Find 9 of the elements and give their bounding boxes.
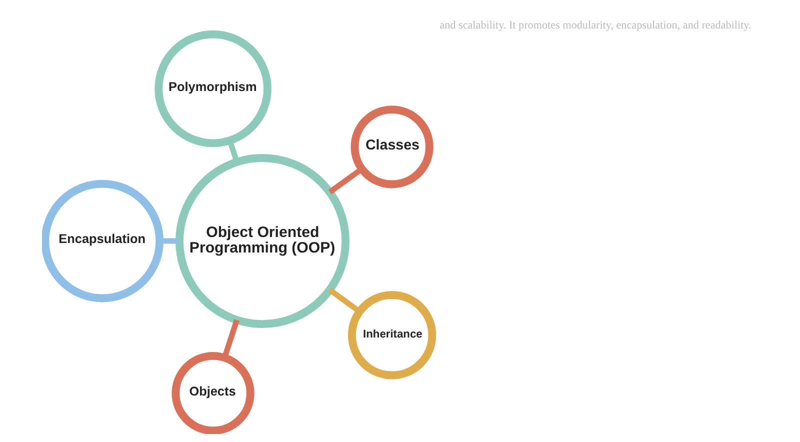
node-circle: Encapsulation xyxy=(42,180,164,302)
connector xyxy=(328,288,361,314)
node-circle: Inheritance xyxy=(348,291,436,380)
node-circle: Classes xyxy=(350,106,434,188)
connector xyxy=(328,166,364,194)
node-circle: Object Oriented Programming (OOP) xyxy=(176,154,350,328)
node-circle: Objects xyxy=(172,352,254,434)
label: and scalability. It promotes modularity, encapsulation, and readability. xyxy=(440,20,752,32)
node-circle: Polymorphism xyxy=(154,30,272,148)
